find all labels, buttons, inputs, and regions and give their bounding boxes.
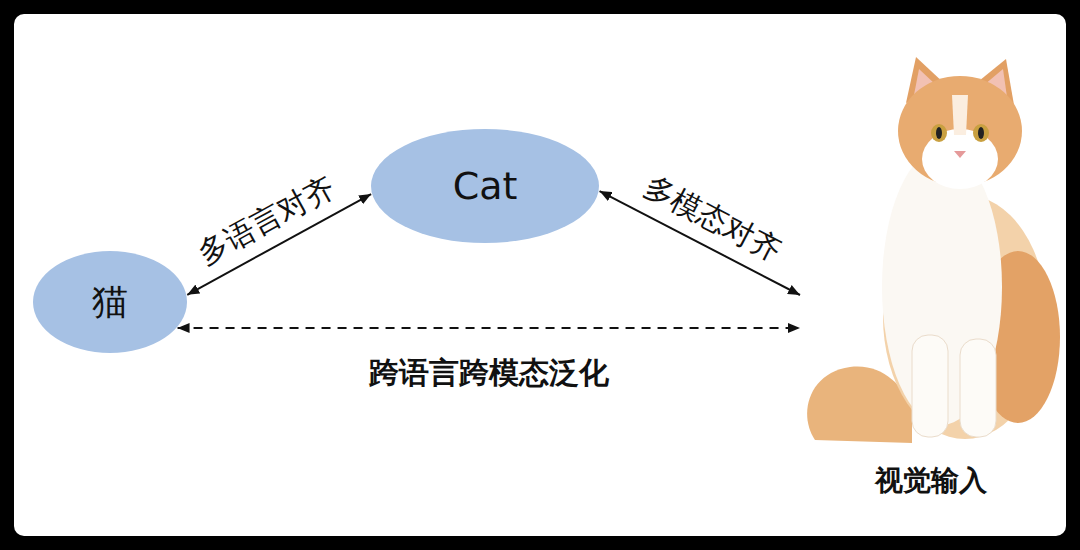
cat-leg: [912, 335, 948, 437]
concept-ellipse: 猫: [32, 250, 188, 354]
edge-label: 多语言对齐: [192, 169, 339, 270]
cat-pupil: [978, 127, 984, 139]
cat-blaze: [952, 95, 968, 135]
edge-label: 多模态对齐: [638, 169, 786, 267]
node-label: Cat: [453, 164, 518, 208]
edge-label: 跨语言跨模态泛化: [369, 356, 609, 389]
cat-eye: [931, 124, 947, 142]
visual-input-box: 视觉输入: [800, 55, 1062, 510]
cat-leg: [960, 339, 996, 437]
ellipse-fill: [371, 129, 599, 243]
connector-arrow: [178, 327, 800, 329]
ellipse-fill: [33, 251, 187, 353]
cat-pupil: [936, 127, 942, 139]
caption-label: 视觉输入: [875, 462, 987, 500]
cat-nose: [954, 151, 966, 158]
concept-ellipse: Cat: [370, 128, 600, 244]
cat-photo: [800, 55, 1062, 455]
cat-eye: [973, 124, 989, 142]
node-label: 猫: [92, 278, 128, 327]
